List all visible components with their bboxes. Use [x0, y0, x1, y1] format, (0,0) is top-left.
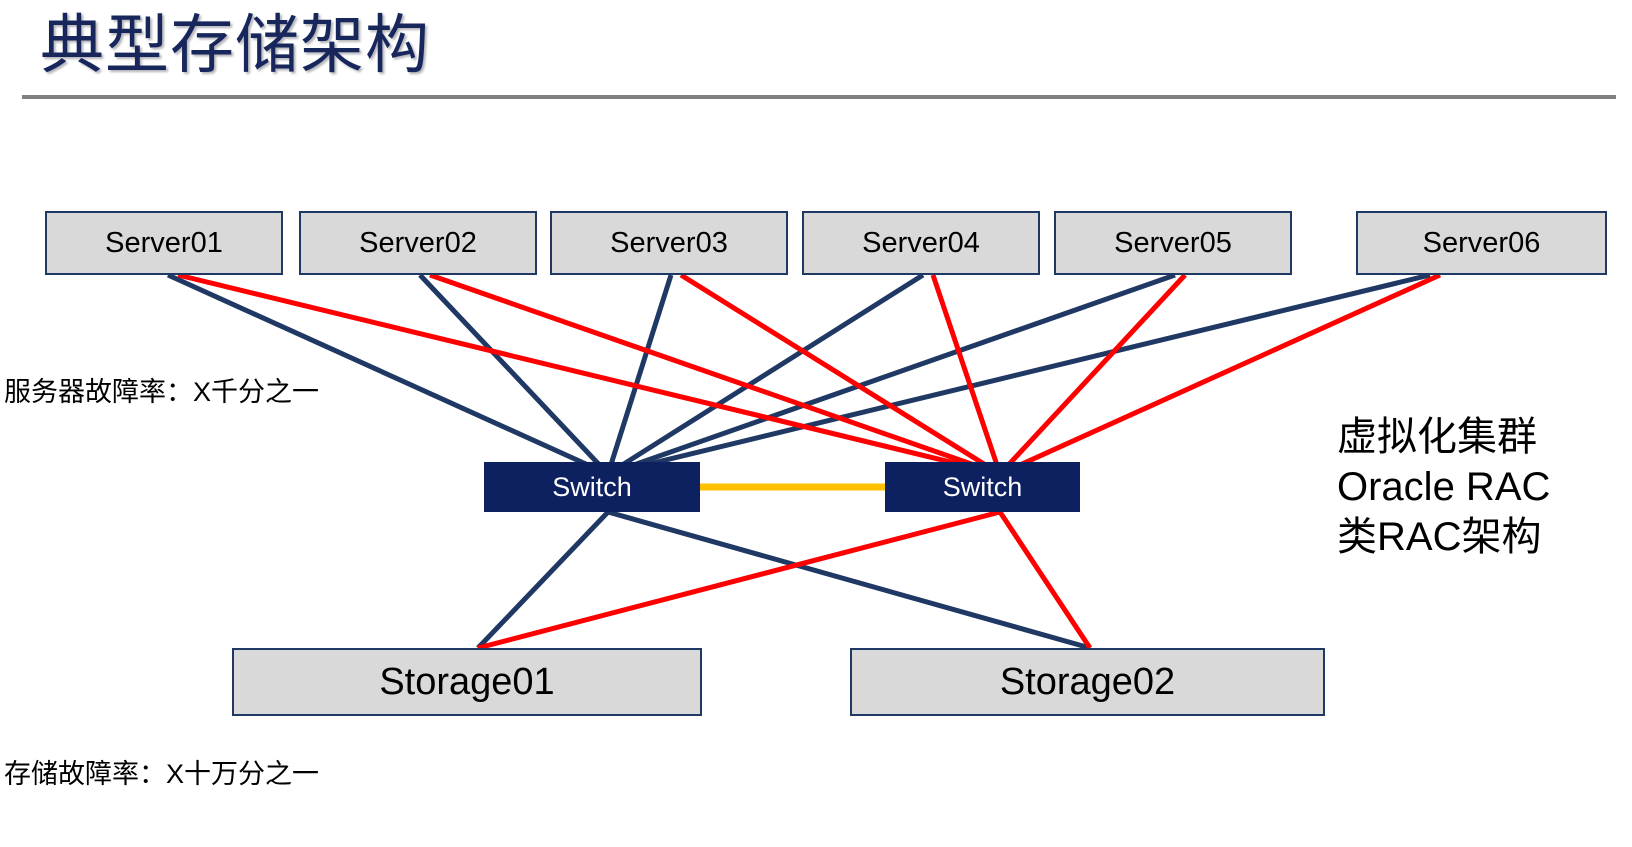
storage-node-1-label: Storage01: [379, 660, 555, 703]
server-node-3[interactable]: Server03: [550, 211, 788, 275]
switch-node-1[interactable]: Switch: [484, 462, 700, 512]
link-server2-switch-right: [429, 272, 1001, 477]
link-server5-switch-right: [998, 273, 1187, 476]
storage-node-1[interactable]: Storage01: [232, 648, 702, 716]
link-switch-left-storage02: [607, 509, 1091, 651]
link-server3-switch-right: [679, 272, 1002, 477]
server-failure-rate-label: 服务器故障率：X千分之一: [4, 377, 320, 407]
page-title: 典型存储架构: [40, 9, 430, 81]
cluster-annotation-line-1: 虚拟化集群: [1337, 415, 1537, 459]
storage-node-2-label: Storage02: [999, 660, 1176, 703]
cluster-annotation-line-2: Oracle RAC: [1337, 465, 1551, 509]
link-server4-switch-right: [930, 274, 1003, 475]
server-node-5-label: Server05: [1114, 226, 1232, 259]
storage-node-2[interactable]: Storage02: [850, 648, 1325, 716]
server-node-6-label: Server06: [1422, 226, 1541, 259]
switch-node-2[interactable]: Switch: [885, 462, 1080, 512]
link-server1-switch-right: [177, 272, 1001, 477]
server-node-2[interactable]: Server02: [299, 211, 537, 275]
link-switch-right-storage02: [997, 510, 1093, 650]
link-server3-switch-left: [605, 274, 674, 475]
link-server2-switch-left: [418, 273, 610, 476]
server-node-2-label: Server02: [359, 226, 477, 259]
link-server5-switch-left: [607, 272, 1176, 477]
storage-failure-rate-label: 存储故障率：X十万分之一: [4, 759, 320, 789]
link-server6-switch-left: [607, 272, 1431, 477]
server-node-4-label: Server04: [862, 226, 980, 259]
server-node-4[interactable]: Server04: [802, 211, 1040, 275]
switch-node-1-label: Switch: [552, 471, 632, 502]
title-divider: [22, 95, 1616, 99]
server-node-5[interactable]: Server05: [1054, 211, 1292, 275]
cluster-annotation-line-3: 类RAC架构: [1337, 515, 1542, 559]
link-server4-switch-left: [606, 272, 925, 477]
server-node-6[interactable]: Server06: [1356, 211, 1607, 275]
server-node-1-label: Server01: [105, 226, 223, 259]
cluster-annotation: 虚拟化集群 Oracle RAC 类RAC架构: [1337, 412, 1597, 562]
switch-node-2-label: Switch: [942, 471, 1023, 502]
link-server1-switch-left: [166, 272, 610, 477]
link-switch-right-storage01: [477, 509, 1001, 651]
server-node-1[interactable]: Server01: [45, 211, 283, 275]
link-server6-switch-right: [998, 272, 1442, 477]
link-switch-left-storage01: [476, 510, 610, 650]
server-node-3-label: Server03: [610, 226, 728, 259]
